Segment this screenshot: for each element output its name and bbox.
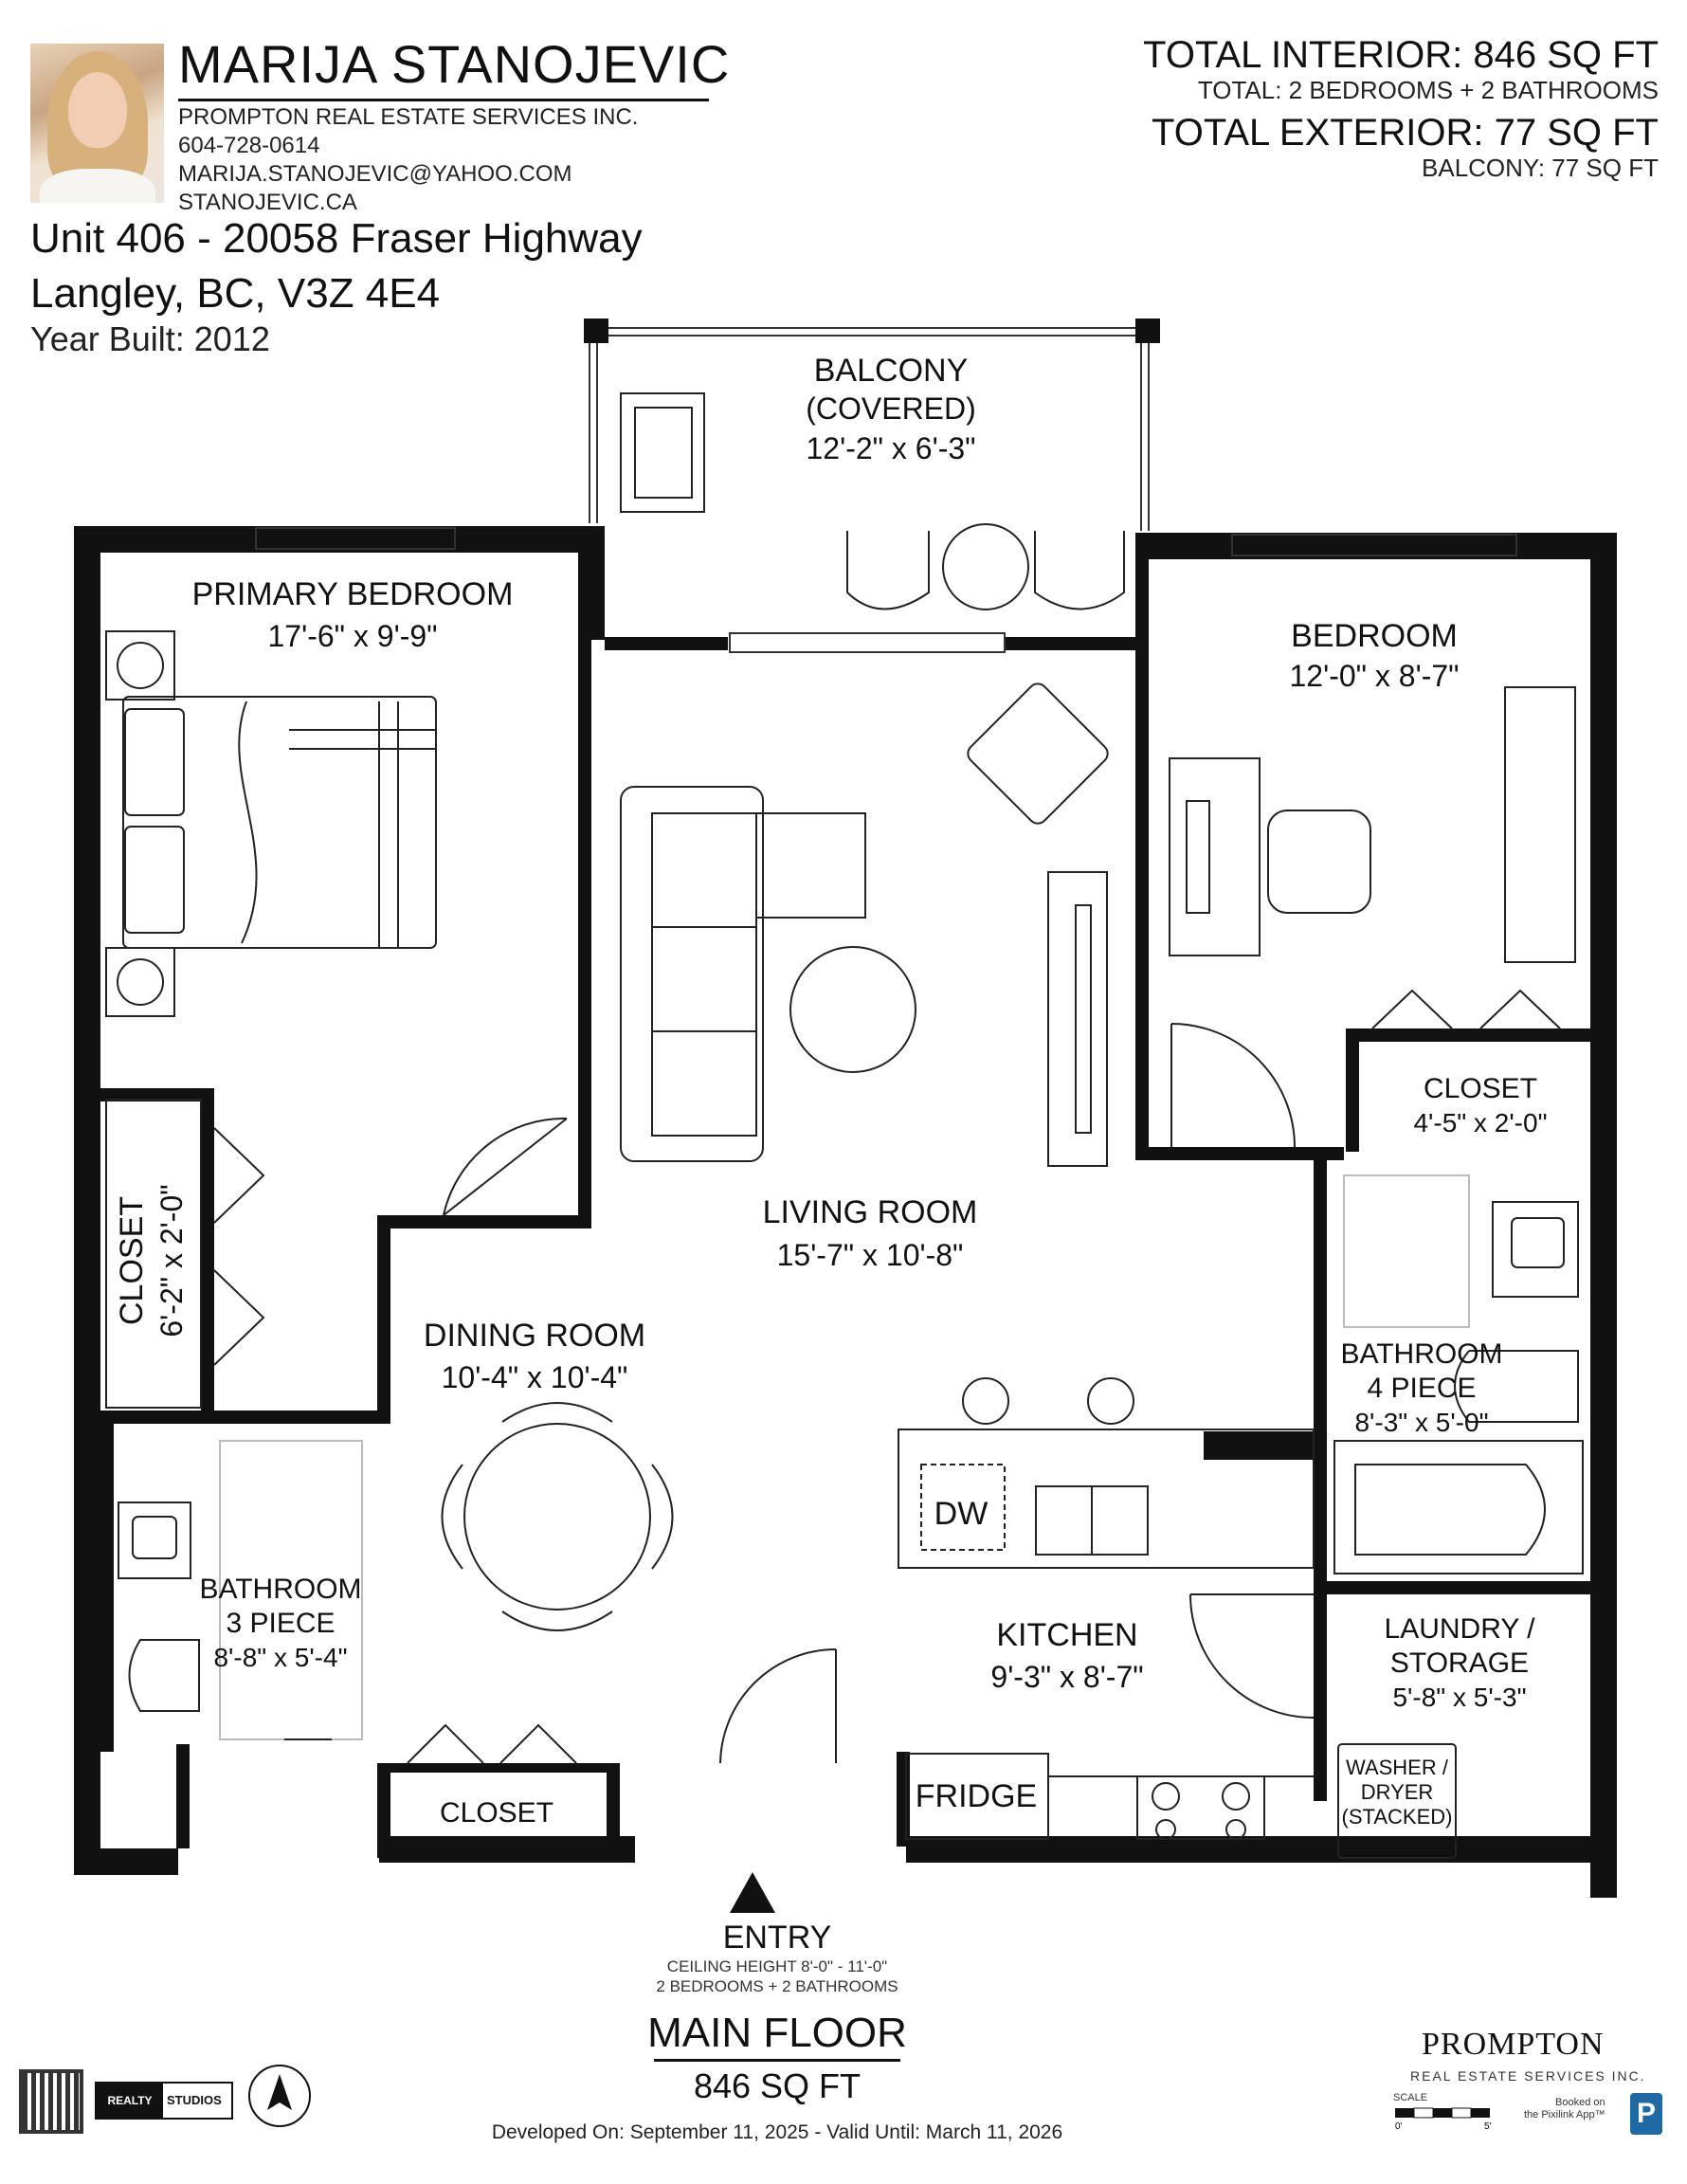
floor-name: MAIN FLOOR xyxy=(647,2010,907,2056)
entry-label: ENTRY xyxy=(722,1920,832,1956)
balcony-dims: 12'-2" x 6'-3" xyxy=(806,431,975,465)
address-line2: Langley, BC, V3Z 4E4 xyxy=(30,270,441,317)
bathroom-3-dims: 8'-8" x 5'-4" xyxy=(213,1643,347,1672)
primary-closet-name: CLOSET xyxy=(114,1196,150,1325)
bathroom-4-fixtures xyxy=(1333,1174,1584,1574)
scale-label: SCALE xyxy=(1393,2092,1428,2103)
balcony-name: BALCONY xyxy=(814,353,969,389)
scale-bar: 0' 5' xyxy=(1395,2107,1492,2132)
primary-bedroom-dims: 17'-6" x 9'-9" xyxy=(267,619,437,653)
windows xyxy=(255,527,1517,653)
bathroom-4-sub: 4 PIECE xyxy=(1367,1373,1476,1404)
dining-room-name: DINING ROOM xyxy=(424,1318,645,1354)
balcony-note: (COVERED) xyxy=(806,391,976,426)
laundry-door xyxy=(1189,1593,1315,1719)
compass-icon xyxy=(248,2065,311,2127)
prompton-sub: REAL ESTATE SERVICES INC. xyxy=(1410,2068,1646,2084)
balcony-railing xyxy=(589,327,1150,531)
bathroom-3-fixtures xyxy=(118,1440,363,1740)
entry-closet-dims: 4'-5" x 2'-0" xyxy=(429,1832,563,1862)
bedroom-name: BEDROOM xyxy=(1291,618,1458,654)
living-room-dims: 15'-7" x 10'-8" xyxy=(777,1238,964,1272)
bedroom-door xyxy=(1170,1023,1296,1148)
washer-line1: WASHER / xyxy=(1346,1756,1449,1779)
bathroom-3-name: BATHROOM xyxy=(199,1574,361,1605)
primary-closet-doors xyxy=(105,1099,265,1409)
beds-baths: 2 BEDROOMS + 2 BATHROOMS xyxy=(656,1977,898,1995)
ceiling-height: CEILING HEIGHT 8'-0" - 11'-0" xyxy=(666,1957,888,1975)
agent-photo xyxy=(30,44,164,203)
total-interior: TOTAL INTERIOR: 846 SQ FT xyxy=(1143,36,1659,74)
kitchen-island xyxy=(898,1377,1315,1569)
entry-arrow xyxy=(730,1872,775,1913)
primary-closet-dims: 6'-2" x 2'-0" xyxy=(154,1184,189,1337)
realty-text: STUDIOS xyxy=(167,2093,222,2107)
kitchen-appliances xyxy=(905,1753,1314,1840)
bathroom-4-dims: 8'-3" x 5'-0" xyxy=(1354,1408,1488,1437)
dishwasher-label: DW xyxy=(934,1496,989,1532)
entry-closet-name: CLOSET xyxy=(440,1797,553,1829)
floor-rule xyxy=(654,2059,900,2062)
balcony-furniture xyxy=(620,392,1125,610)
total-interior-value: 846 SQ FT xyxy=(1473,34,1659,76)
total-exterior-label: TOTAL EXTERIOR: xyxy=(1152,112,1484,154)
bathroom-4-name: BATHROOM xyxy=(1340,1338,1502,1370)
total-interior-detail: TOTAL: 2 BEDROOMS + 2 BATHROOMS xyxy=(1197,76,1659,104)
agent-phone: 604-728-0614 xyxy=(178,133,320,158)
washer-dryer xyxy=(1337,1743,1457,1859)
primary-bedroom-name: PRIMARY BEDROOM xyxy=(192,576,514,612)
laundry-name: LAUNDRY / xyxy=(1385,1613,1536,1645)
bathroom-3-sub: 3 PIECE xyxy=(226,1608,335,1639)
dining-set xyxy=(441,1402,674,1631)
sofa xyxy=(620,786,916,1162)
bedroom-desk xyxy=(1169,686,1576,963)
laundry-name2: STORAGE xyxy=(1390,1647,1529,1679)
bedroom-closet-doors xyxy=(1371,989,1561,1029)
total-exterior-detail: BALCONY: 77 SQ FT xyxy=(1422,154,1659,182)
primary-bed xyxy=(105,630,437,1017)
agent-name: MARIJA STANOJEVIC xyxy=(178,34,731,94)
living-room-name: LIVING ROOM xyxy=(763,1194,978,1230)
bedroom-dims: 12'-0" x 8'-7" xyxy=(1289,659,1459,693)
total-exterior: TOTAL EXTERIOR: 77 SQ FT xyxy=(1152,114,1659,152)
address-line1: Unit 406 - 20058 Fraser Highway xyxy=(30,215,643,262)
armchair xyxy=(967,682,1109,825)
agent-name-rule xyxy=(178,99,709,101)
bedroom-closet-dims: 4'-5" x 2'-0" xyxy=(1413,1108,1547,1138)
bedroom-closet-name: CLOSET xyxy=(1424,1073,1537,1104)
realty-studios-logo: REALTY STUDIOS xyxy=(95,2082,233,2120)
agent-website: STANOJEVIC.CA xyxy=(178,190,357,215)
year-built: Year Built: 2012 xyxy=(30,319,270,358)
pixilink-booked: Booked on the Pixilink App™ xyxy=(1524,2097,1605,2121)
primary-door xyxy=(443,1117,568,1216)
total-interior-label: TOTAL INTERIOR: xyxy=(1143,34,1463,76)
floor-sqft: 846 SQ FT xyxy=(693,2066,862,2105)
pixilink-app-icon[interactable]: P xyxy=(1630,2093,1662,2135)
kitchen-dims: 9'-3" x 8'-7" xyxy=(990,1660,1143,1694)
total-exterior-value: 77 SQ FT xyxy=(1494,112,1659,154)
washer-line2: DRYER xyxy=(1361,1780,1434,1804)
laundry-dims: 5'-8" x 5'-3" xyxy=(1392,1683,1526,1712)
prompton-logo: PROMPTON xyxy=(1422,2027,1605,2062)
scale-five: 5' xyxy=(1484,2121,1492,2132)
dining-room-dims: 10'-4" x 10'-4" xyxy=(442,1360,628,1394)
entry-door xyxy=(407,1648,837,1764)
qr-code[interactable] xyxy=(19,2069,83,2134)
fridge-label: FRIDGE xyxy=(916,1778,1037,1814)
agent-company: PROMPTON REAL ESTATE SERVICES INC. xyxy=(178,104,639,130)
scale-zero: 0' xyxy=(1395,2121,1403,2132)
realty-block: REALTY xyxy=(97,2084,163,2118)
washer-line3: (STACKED) xyxy=(1342,1805,1453,1829)
agent-email: MARIJA.STANOJEVIC@YAHOO.COM xyxy=(178,161,572,187)
developed-dates: Developed On: September 11, 2025 - Valid… xyxy=(491,2121,1063,2143)
tv-console xyxy=(1047,871,1108,1167)
booked-line2: the Pixilink App™ xyxy=(1524,2109,1605,2121)
booked-line1: Booked on xyxy=(1555,2097,1605,2108)
kitchen-name: KITCHEN xyxy=(996,1617,1137,1653)
room-labels: BALCONY (COVERED) 12'-2" x 6'-3" PRIMARY… xyxy=(114,353,1548,1862)
